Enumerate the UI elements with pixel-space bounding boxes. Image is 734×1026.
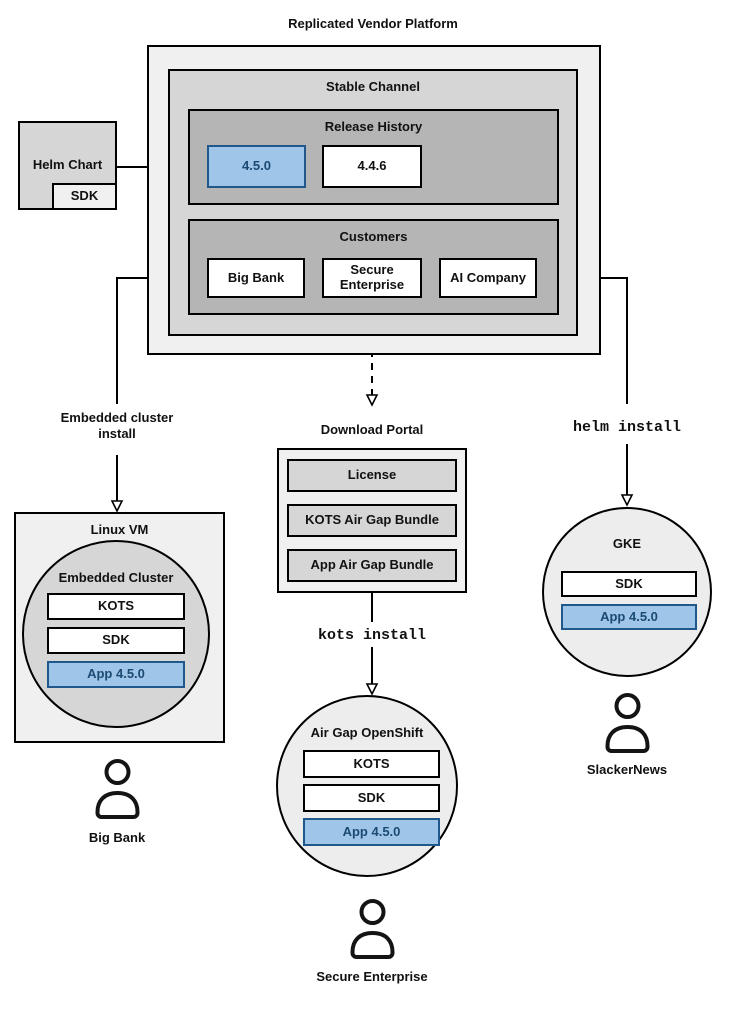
helm-chart-sdk-box: SDK [52, 183, 117, 210]
openshift-kots-box: KOTS [303, 750, 440, 778]
air-gap-openshift-label: Air Gap OpenShift [310, 725, 424, 740]
customer-secure-enterprise: Secure Enterprise [322, 258, 422, 298]
secure-enterprise-user-icon [350, 899, 395, 959]
portal-kots-bundle-box: KOTS Air Gap Bundle [287, 504, 457, 537]
linuxvm-app-box: App 4.5.0 [47, 661, 185, 688]
gke-app-box: App 4.5.0 [561, 604, 697, 630]
openshift-sdk-box: SDK [303, 784, 440, 812]
helm-install-label: helm install [572, 419, 682, 436]
portal-app-bundle-box: App Air Gap Bundle [287, 549, 457, 582]
openshift-app-box: App 4.5.0 [303, 818, 440, 846]
slackernews-user-label: SlackerNews [586, 762, 668, 777]
release-4-5-0: 4.5.0 [207, 145, 306, 188]
customer-ai-company: AI Company [439, 258, 537, 298]
linuxvm-sdk-box: SDK [47, 627, 185, 654]
secure-enterprise-user-label: Secure Enterprise [316, 969, 428, 984]
customers-label: Customers [339, 229, 408, 244]
customer-big-bank: Big Bank [207, 258, 305, 298]
embedded-cluster-label: Embedded Cluster [58, 570, 174, 585]
linux-vm-label: Linux VM [90, 522, 149, 537]
release-history-label: Release History [324, 119, 423, 134]
slackernews-user-icon [605, 693, 650, 753]
diagram-title: Replicated Vendor Platform [288, 16, 458, 31]
linuxvm-kots-box: KOTS [47, 593, 185, 620]
download-portal-label: Download Portal [320, 422, 424, 437]
stable-channel-label: Stable Channel [326, 79, 420, 94]
big-bank-user-label: Big Bank [88, 830, 146, 845]
embedded-cluster-install-label: Embedded cluster install [60, 410, 174, 441]
big-bank-user-icon [95, 759, 140, 819]
kots-install-label: kots install [317, 627, 427, 644]
portal-license-box: License [287, 459, 457, 492]
gke-sdk-box: SDK [561, 571, 697, 597]
release-4-4-6: 4.4.6 [322, 145, 422, 188]
gke-label: GKE [612, 536, 642, 551]
